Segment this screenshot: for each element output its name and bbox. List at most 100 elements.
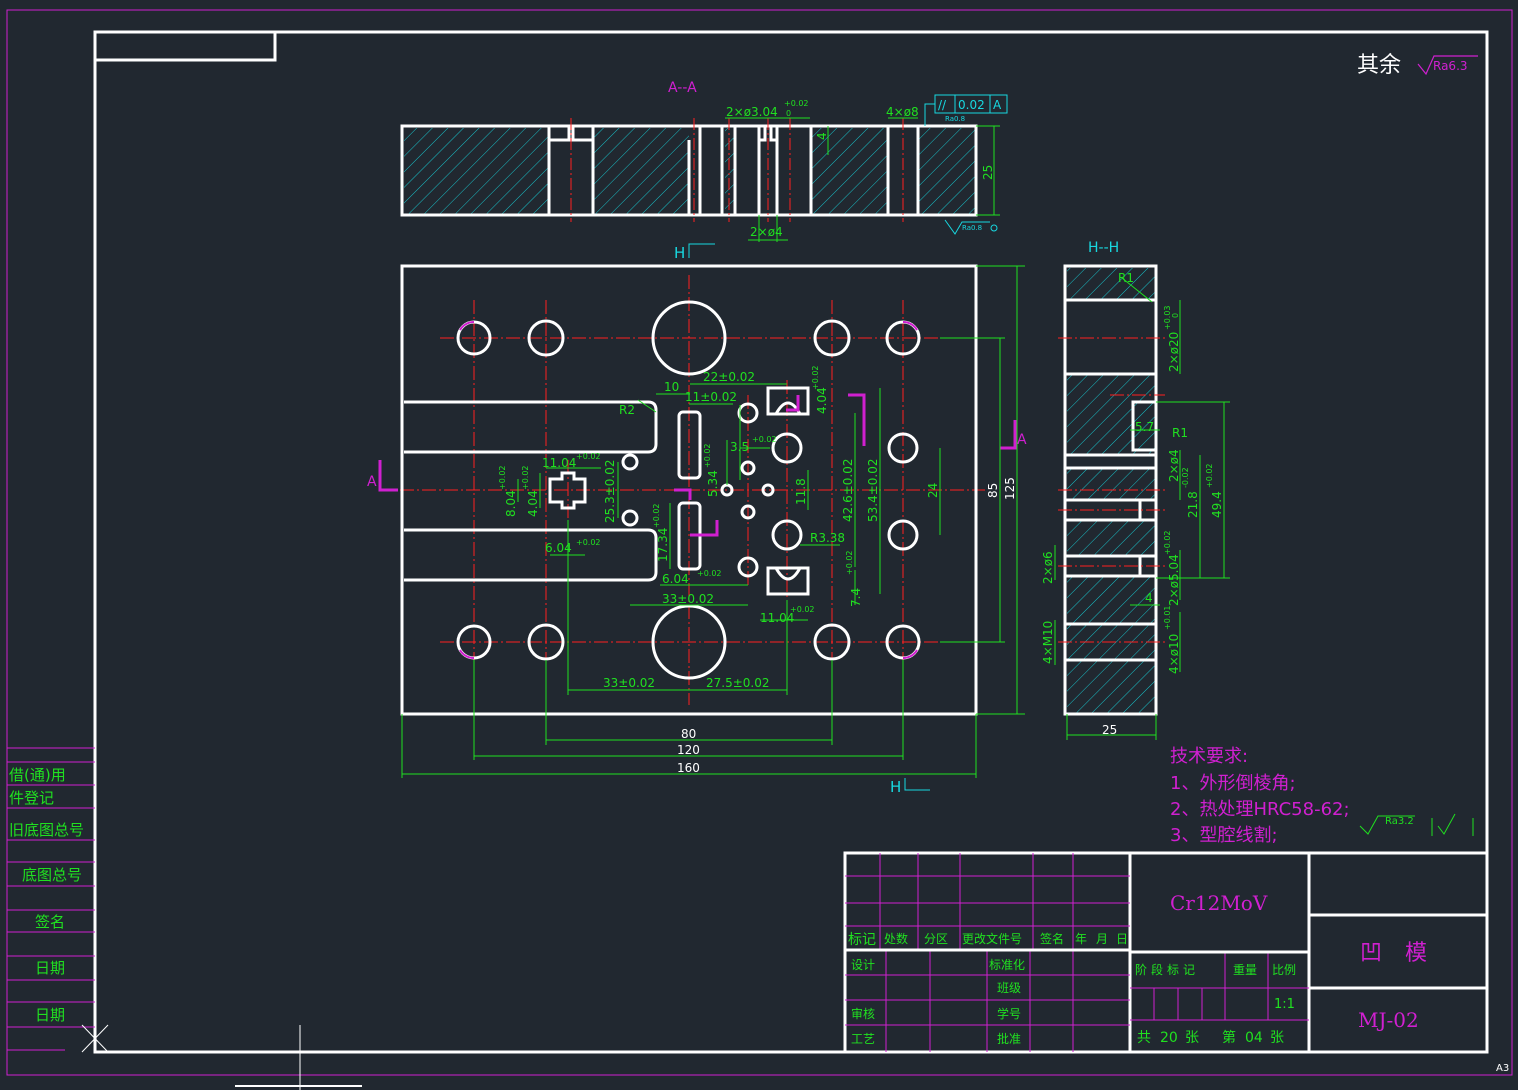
dim-11-04-b-tol: +0.02	[790, 605, 815, 614]
dim-7-4-tol: +0.02	[845, 550, 854, 575]
tech-title: 技术要求:	[1170, 746, 1248, 767]
dim-3-5: 3.5	[730, 440, 749, 454]
dim-4x-d8: 4×ø8	[886, 105, 919, 119]
cut-a-left: A	[367, 474, 377, 490]
row-design: 设计	[851, 958, 875, 972]
rev-count: 处数	[884, 931, 908, 946]
section-hh-label: H--H	[1088, 240, 1119, 256]
dim-25-side: 25	[1102, 723, 1117, 737]
dim-33-a: 33±0.02	[662, 592, 714, 606]
tech-requirements: 技术要求: 1、外形倒棱角; 2、热处理HRC58-62; 3、型腔线割; Ra…	[1170, 746, 1474, 846]
strip-date-2: 日期	[35, 1006, 65, 1024]
dim-33-b: 33±0.02	[603, 676, 655, 690]
dim-49-4-tol: +0.02	[1205, 463, 1214, 488]
dim-11: 11±0.02	[685, 390, 737, 404]
material: Cr12MoV	[1170, 891, 1268, 915]
dim-17-34: 17.34	[656, 528, 670, 562]
rev-mark: 标记	[848, 932, 876, 948]
dim-21-8: 21.8	[1186, 491, 1200, 518]
dim-2x-d5-04-tol: +0.02	[1163, 530, 1172, 555]
dim-2x-d4-side: 2×ø4	[1167, 449, 1181, 482]
dim-4-04-tol: +0.02	[521, 465, 530, 490]
left-register-strip: 借(通)用 件登记 旧底图总号 底图总号 签名 日期 日期	[7, 747, 109, 1053]
dim-2x-d5-04: 2×ø5.04	[1167, 554, 1181, 606]
dim-7-4: 7.4	[849, 588, 863, 607]
dim-8-04-tol: +0.02	[498, 465, 507, 490]
dim-4x-d10-tol: +0.01	[1163, 605, 1172, 630]
sheet-no: 04	[1245, 1030, 1263, 1046]
cut-h-bottom: H	[890, 778, 901, 796]
sheet-no-label: 第	[1222, 1029, 1236, 1046]
dim-11-04-tol: +0.02	[576, 452, 601, 461]
rev-year: 年	[1075, 932, 1087, 946]
dim-3-5-tol: +0.02	[752, 435, 777, 444]
sheet-size: A3	[1496, 1063, 1509, 1074]
strip-base-no: 底图总号	[22, 866, 82, 884]
tech-item-3: 3、型腔线割;	[1170, 825, 1278, 846]
sheets-total-unit: 张	[1185, 1030, 1199, 1046]
drawing-frame	[93, 30, 1489, 1054]
dim-2x-d20-tol: +0.03	[1163, 305, 1172, 330]
tech-item-1: 1、外形倒棱角;	[1170, 773, 1296, 794]
row-review: 审核	[851, 1006, 875, 1021]
dim-2x-d6: 2×ø6	[1041, 551, 1055, 584]
title-block: 标记 处数 分区 更改文件号 签名 年 月 日 设计 审核 工艺 标准化 班级 …	[843, 851, 1489, 1054]
strip-old-no: 旧底图总号	[9, 821, 84, 839]
section-hh-view: H--H	[1041, 240, 1230, 740]
dim-4-04-u-tol: +0.02	[811, 365, 820, 390]
strip-sign: 签名	[35, 913, 65, 931]
sheet-no-unit: 张	[1270, 1030, 1284, 1046]
dim-160: 160	[677, 761, 700, 775]
dim-depth-4: 4	[815, 132, 829, 140]
rev-month: 月	[1096, 932, 1108, 946]
stage-scale: 比例	[1272, 963, 1296, 977]
dim-r1-top: R1	[1118, 271, 1134, 285]
tolerance-symbol: //	[938, 98, 947, 112]
dim-2x-d3: 2×ø3.04	[726, 105, 778, 119]
dim-8-04: 8.04	[504, 490, 518, 517]
strip-register: 件登记	[9, 789, 54, 807]
dim-4x-m10: 4×M10	[1041, 621, 1055, 664]
tolerance-value: 0.02	[958, 98, 985, 112]
roughness-face-bottom: Ra0.8	[962, 224, 982, 232]
dim-11-8: 11.8	[794, 478, 808, 505]
mid-student-no: 学号	[997, 1006, 1021, 1021]
roughness-rest: 其余 Ra6.3	[1357, 53, 1478, 78]
dim-2x-d20: 2×ø20	[1167, 332, 1181, 372]
dim-17-34-tol: +0.02	[652, 503, 661, 528]
dim-4-side: 4	[1145, 591, 1153, 605]
dim-6-04-c: 6.04	[662, 572, 689, 586]
roughness-rest-value: Ra6.3	[1433, 59, 1468, 73]
rev-sign: 签名	[1040, 931, 1064, 946]
dim-6-04-l: 6.04	[545, 541, 572, 555]
row-process: 工艺	[851, 1032, 875, 1046]
mid-standard: 标准化	[989, 958, 1025, 972]
dim-5-34: 5.34	[706, 470, 720, 497]
dim-24: 24	[926, 483, 940, 498]
dim-6-04-c-tol: +0.02	[697, 569, 722, 578]
dim-2x-d4: 2×ø4	[750, 225, 783, 239]
dim-53-4: 53.4±0.02	[866, 459, 880, 523]
dim-11-04: 11.04	[542, 456, 576, 470]
dim-4-04: 4.04	[526, 490, 540, 517]
dim-42-6: 42.6±0.02	[841, 459, 855, 523]
dim-11-04-b: 11.04	[760, 611, 794, 625]
sheet-border	[6, 9, 1513, 1076]
dim-2x-d3-tol0: 0	[786, 109, 791, 118]
stage-weight: 重量	[1233, 963, 1257, 977]
dim-85: 85	[986, 483, 1000, 498]
tolerance-datum: A	[993, 98, 1002, 112]
cut-a-right: A	[1017, 432, 1027, 448]
cut-h-top: H	[674, 244, 685, 262]
scale-value: 1:1	[1274, 997, 1295, 1012]
drawing-number: MJ-02	[1358, 1008, 1419, 1032]
corner-tab	[95, 32, 277, 62]
dim-10: 10	[664, 380, 679, 394]
dim-4x-d10: 4×ø10	[1167, 634, 1181, 674]
section-aa-view: A--A	[400, 80, 1008, 242]
dim-27-5: 27.5±0.02	[706, 676, 770, 690]
sheets-total: 20	[1160, 1030, 1178, 1046]
dim-r1-mid: R1	[1172, 426, 1188, 440]
dim-2x-d20-tol0: 0	[1171, 313, 1180, 318]
